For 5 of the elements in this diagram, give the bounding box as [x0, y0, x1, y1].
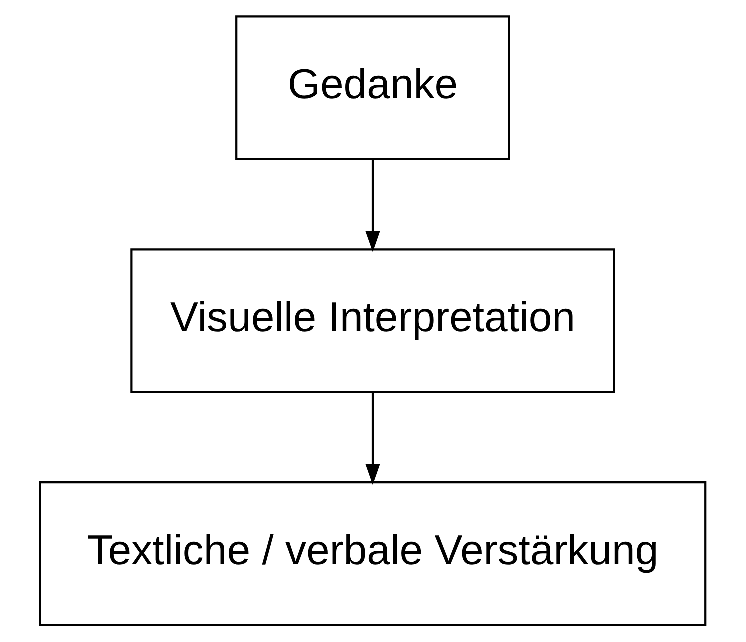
- node-box: Visuelle Interpretation: [130, 248, 616, 394]
- arrow: [366, 160, 380, 252]
- arrow: [366, 392, 380, 486]
- node-box: Gedanke: [236, 16, 510, 160]
- node-box: Textliche / verbale Verstärkung: [39, 482, 707, 626]
